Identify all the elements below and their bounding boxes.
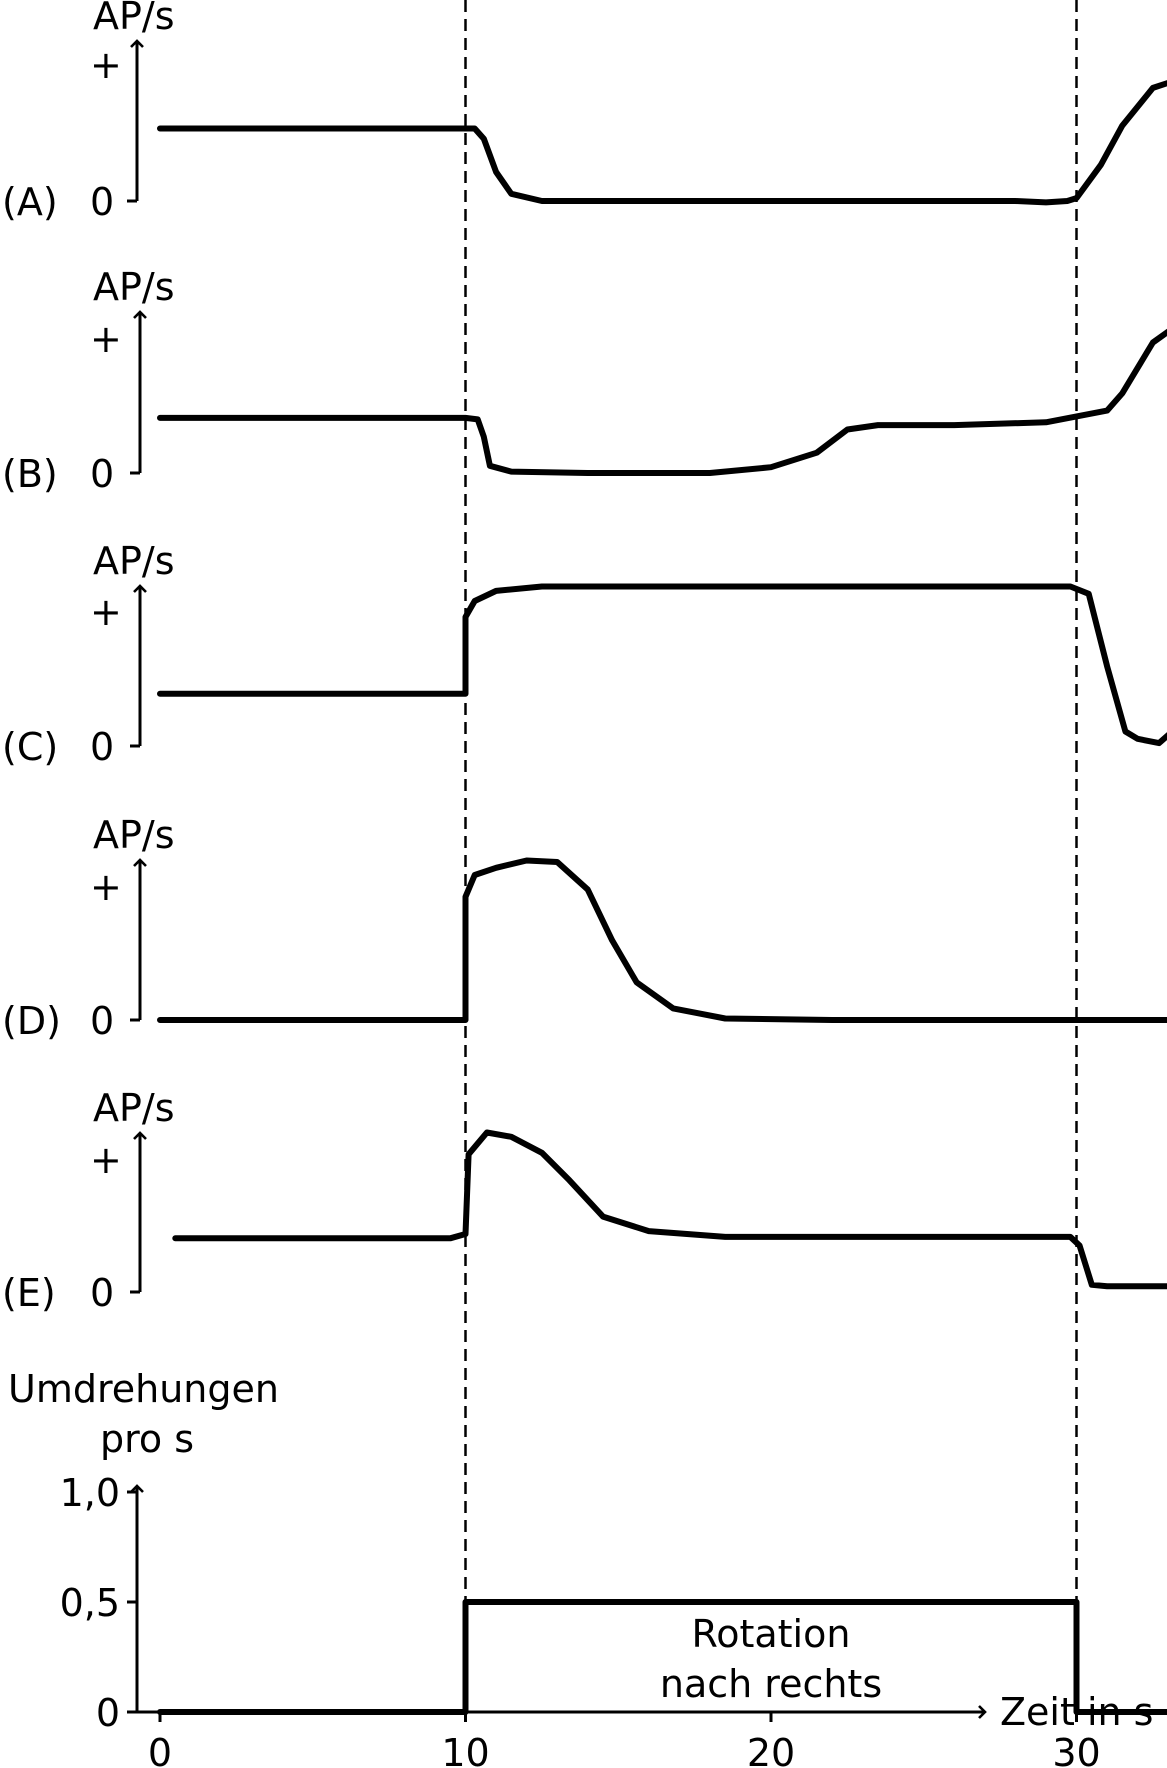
y-plus-label: + (90, 1138, 122, 1182)
y-zero-label: 0 (90, 725, 114, 769)
panel-label: (E) (2, 1271, 56, 1315)
y-axis-label: AP/s (93, 1086, 175, 1130)
y-plus-label: + (90, 865, 122, 909)
rotation-line (157, 1599, 1167, 1715)
y-axis-label: AP/s (93, 813, 175, 857)
x-tick-label: 10 (441, 1731, 489, 1768)
series-line (157, 583, 1167, 747)
series-line (157, 328, 1167, 476)
panel-label: (B) (2, 452, 58, 496)
panel-e: (E) AP/s + 0 (2, 1086, 1167, 1315)
panel-label: (D) (2, 999, 61, 1043)
series-line (157, 80, 1167, 206)
y-axis-label-line1: Umdrehungen (8, 1367, 279, 1411)
x-tick-label: 20 (747, 1731, 795, 1768)
panel-label: (A) (2, 180, 58, 224)
y-axis-label-line2: pro s (100, 1417, 194, 1461)
y-zero-label: 0 (90, 180, 114, 224)
y-axis-label: AP/s (93, 539, 175, 583)
x-tick-label: 0 (148, 1731, 172, 1768)
y-plus-label: + (90, 590, 122, 634)
y-zero-label: 0 (90, 452, 114, 496)
panel-a: (A) AP/s + 0 (2, 0, 1167, 224)
y-plus-label: + (90, 317, 122, 361)
panel-label: (C) (2, 725, 58, 769)
rotation-panel: Umdrehungen pro s 0 0,5 1,0 0 10 20 30 4… (8, 1367, 1167, 1768)
series-line (172, 1129, 1167, 1290)
y-zero-label: 0 (90, 999, 114, 1043)
panel-c: (C) AP/s + 0 (2, 539, 1167, 769)
rotation-annotation-line2: nach rechts (660, 1662, 882, 1706)
y-plus-label: + (90, 43, 122, 87)
y-axis-label: AP/s (93, 265, 175, 309)
panel-b: (B) AP/s + 0 (2, 265, 1167, 496)
y-tick-label: 1,0 (60, 1471, 120, 1515)
y-tick-label: 0,5 (60, 1581, 120, 1625)
y-zero-label: 0 (90, 1271, 114, 1315)
series-line (157, 857, 1167, 1023)
y-axis-label: AP/s (93, 0, 175, 38)
panel-d: (D) AP/s + 0 (2, 813, 1167, 1043)
rotation-annotation-line1: Rotation (692, 1612, 851, 1656)
y-tick-label: 0 (96, 1691, 120, 1735)
x-tick-label: 30 (1052, 1731, 1100, 1768)
